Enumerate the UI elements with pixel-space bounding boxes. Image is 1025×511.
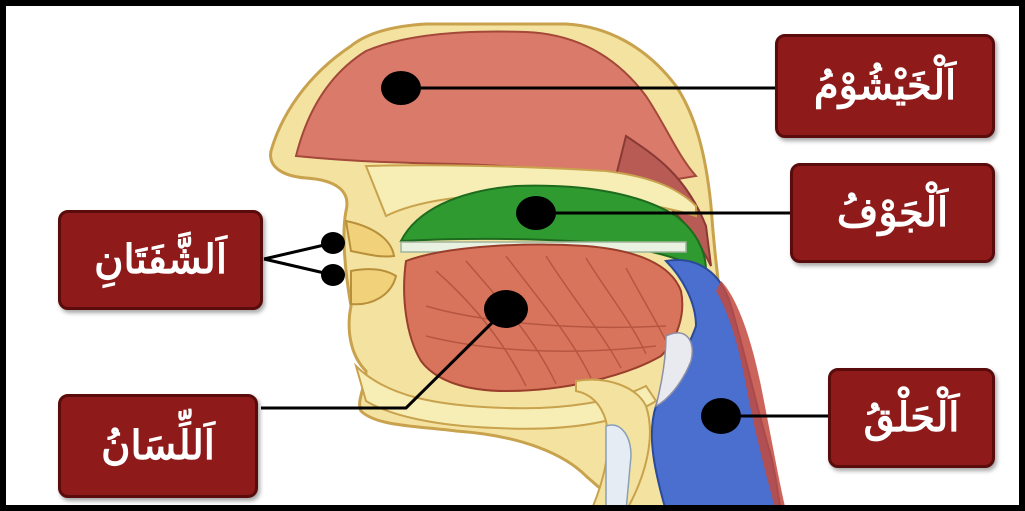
label-shafatan: اَلشَّفَتَانِ: [58, 210, 263, 310]
dot-khayshum: [381, 71, 421, 105]
windpipe: [606, 425, 631, 511]
dot-shafatan-upper: [321, 232, 345, 254]
label-jawf: اَلْجَوْفُ: [790, 163, 995, 263]
label-khayshum: اَلْخَيْشُوْمُ: [775, 34, 995, 138]
label-halq: اَلْحَلْقُ: [828, 368, 995, 468]
dot-lisan: [484, 290, 528, 328]
dot-jawf: [516, 196, 556, 230]
dot-halq: [701, 398, 741, 434]
label-lisan: اَللِّسَانُ: [58, 394, 258, 498]
dot-shafatan-lower: [321, 264, 345, 286]
